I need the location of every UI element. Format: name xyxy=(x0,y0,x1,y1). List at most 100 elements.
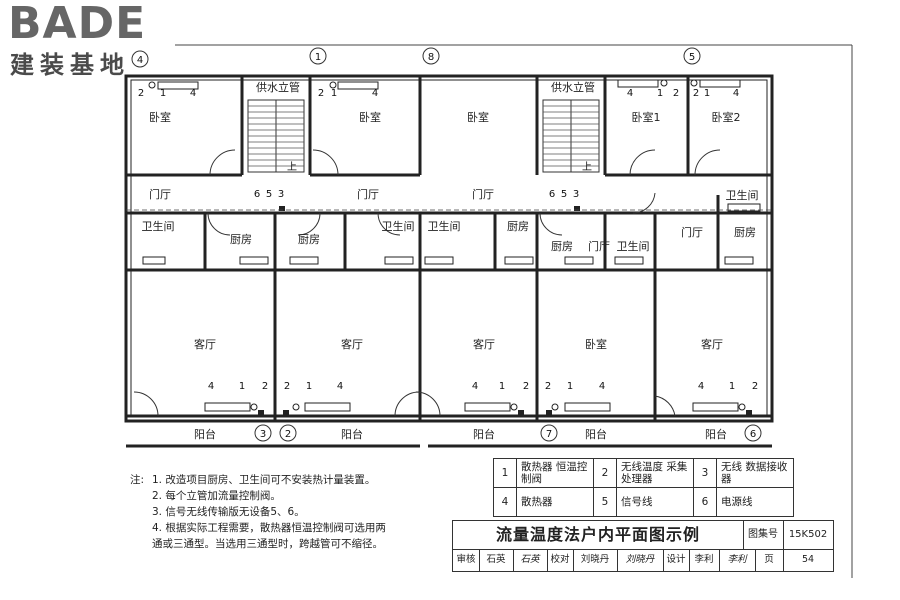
control-devices xyxy=(148,79,752,415)
marker-number: 5 xyxy=(561,189,567,200)
legend-number: 4 xyxy=(493,487,517,517)
room-label: 卧室2 xyxy=(712,110,741,124)
marker-number: 5 xyxy=(266,189,272,200)
check-label: 校对 xyxy=(547,549,574,571)
marker-number: 1 xyxy=(239,381,245,392)
marker-number: 6 xyxy=(254,189,260,200)
radiator-icon xyxy=(617,79,659,88)
radiator-icon xyxy=(304,402,351,412)
sensor-icon xyxy=(518,410,524,415)
atlas-code: 15K502 xyxy=(783,521,833,550)
marker-number: 1 xyxy=(306,381,312,392)
designer-signature: 李利 xyxy=(719,549,756,571)
axis-markers xyxy=(131,47,762,442)
valve-icon xyxy=(551,403,559,411)
sensor-icon xyxy=(283,410,289,415)
room-label: 厨房 xyxy=(298,233,320,246)
radiator-icon xyxy=(564,402,611,412)
axis-label: 6 xyxy=(750,429,756,440)
radiator-icon xyxy=(204,402,251,412)
marker-number: 2 xyxy=(523,381,529,392)
valve-icon xyxy=(690,79,698,87)
checker-name: 刘晓丹 xyxy=(573,549,618,571)
checker-signature: 刘晓丹 xyxy=(617,549,664,571)
room-label: 阳台 xyxy=(705,427,727,441)
marker-number: 2 xyxy=(693,88,699,99)
logo-brand: BADE xyxy=(8,0,147,49)
designer-name: 李利 xyxy=(689,549,720,571)
valve-icon xyxy=(148,81,156,89)
axis-bubble xyxy=(309,47,327,65)
stair-up-mark: 上 xyxy=(582,161,592,173)
marker-number: 3 xyxy=(573,189,579,200)
valve-icon xyxy=(738,403,746,411)
room-label: 供水立管 xyxy=(256,80,300,94)
axis-bubble xyxy=(254,424,272,442)
room-label: 卫生间 xyxy=(142,219,175,233)
logo-subtitle: 建装基地 xyxy=(10,51,130,79)
marker-number: 6 xyxy=(549,189,555,200)
radiator-icon xyxy=(337,81,379,90)
room-label: 客厅 xyxy=(701,337,723,351)
room-label: 阳台 xyxy=(473,427,495,441)
radiator-icon xyxy=(727,203,761,212)
room-label: 阳台 xyxy=(341,427,363,441)
room-label: 阳台 xyxy=(585,427,607,441)
marker-number: 4 xyxy=(372,88,378,99)
radiator-icon xyxy=(614,256,644,265)
legend-text: 信号线 xyxy=(616,487,694,517)
room-labels: 卧室 供水立管 卧室 卧室 供水立管 卧室1 卧室2 门厅 门厅 门厅 卫生间 … xyxy=(142,80,759,441)
signature-row: 审核 石英 石英 校对 刘晓丹 刘晓丹 设计 李利 李利 页 54 xyxy=(453,549,833,571)
note-item: 1. 改造项目厨房、卫生间可不安装热计量装置。 xyxy=(152,474,376,486)
marker-number: 2 xyxy=(752,381,758,392)
stair-up-mark: 上 xyxy=(287,161,297,173)
note-item: 3. 信号无线传输版无设备5、6。 xyxy=(152,506,305,518)
valve-icon xyxy=(660,79,668,87)
reviewer-name: 石英 xyxy=(479,549,514,571)
receiver-icon xyxy=(574,206,580,211)
marker-number: 1 xyxy=(331,88,337,99)
radiator-icon xyxy=(384,256,414,265)
sensor-icon xyxy=(258,410,264,415)
axis-bubble xyxy=(540,424,558,442)
room-label: 卧室 xyxy=(359,110,381,124)
radiator-icon xyxy=(692,402,739,412)
axis-label: 8 xyxy=(428,52,434,63)
room-label: 厨房 xyxy=(734,226,756,239)
receiver-icon xyxy=(279,206,285,211)
legend-number: 2 xyxy=(593,458,617,488)
sensor-icon xyxy=(746,410,752,415)
axis-label: 4 xyxy=(137,55,143,66)
design-label: 设计 xyxy=(663,549,690,571)
note-item: 4. 根据实际工程需要，散热器恒温控制阀可选用两 xyxy=(152,522,386,534)
axis-label: 7 xyxy=(546,429,552,440)
marker-number: 3 xyxy=(278,189,284,200)
marker-number: 4 xyxy=(190,88,196,99)
room-label: 卫生间 xyxy=(617,239,650,253)
room-label: 门厅 xyxy=(588,239,610,253)
marker-number: 2 xyxy=(138,88,144,99)
axis-bubble xyxy=(279,424,297,442)
stair-treads xyxy=(248,105,599,167)
marker-number: 2 xyxy=(673,88,679,99)
equipment-numbers: 2 1 4 2 1 4 4 1 2 2 1 4 6 5 3 6 5 3 4 1 … xyxy=(138,88,758,392)
legend-text: 电源线 xyxy=(716,487,794,517)
room-label: 门厅 xyxy=(357,187,379,201)
axis-label: 1 xyxy=(315,52,321,63)
room-label: 厨房 xyxy=(551,240,573,253)
legend-number: 1 xyxy=(493,458,517,488)
marker-number: 2 xyxy=(284,381,290,392)
room-label: 客厅 xyxy=(341,337,363,351)
radiator-icon xyxy=(157,81,199,90)
axis-labels: 4 1 8 5 3 2 7 6 xyxy=(137,52,756,440)
reviewer-signature: 石英 xyxy=(513,549,548,571)
room-label: 客厅 xyxy=(194,337,216,351)
valve-icon xyxy=(329,81,337,89)
axis-bubble xyxy=(683,47,701,65)
legend-text: 无线温度 采集处理器 xyxy=(616,458,694,488)
axis-bubble xyxy=(131,50,149,68)
radiator-icon xyxy=(724,256,754,265)
axis-bubble xyxy=(422,47,440,65)
notes-header: 注: xyxy=(130,474,145,486)
